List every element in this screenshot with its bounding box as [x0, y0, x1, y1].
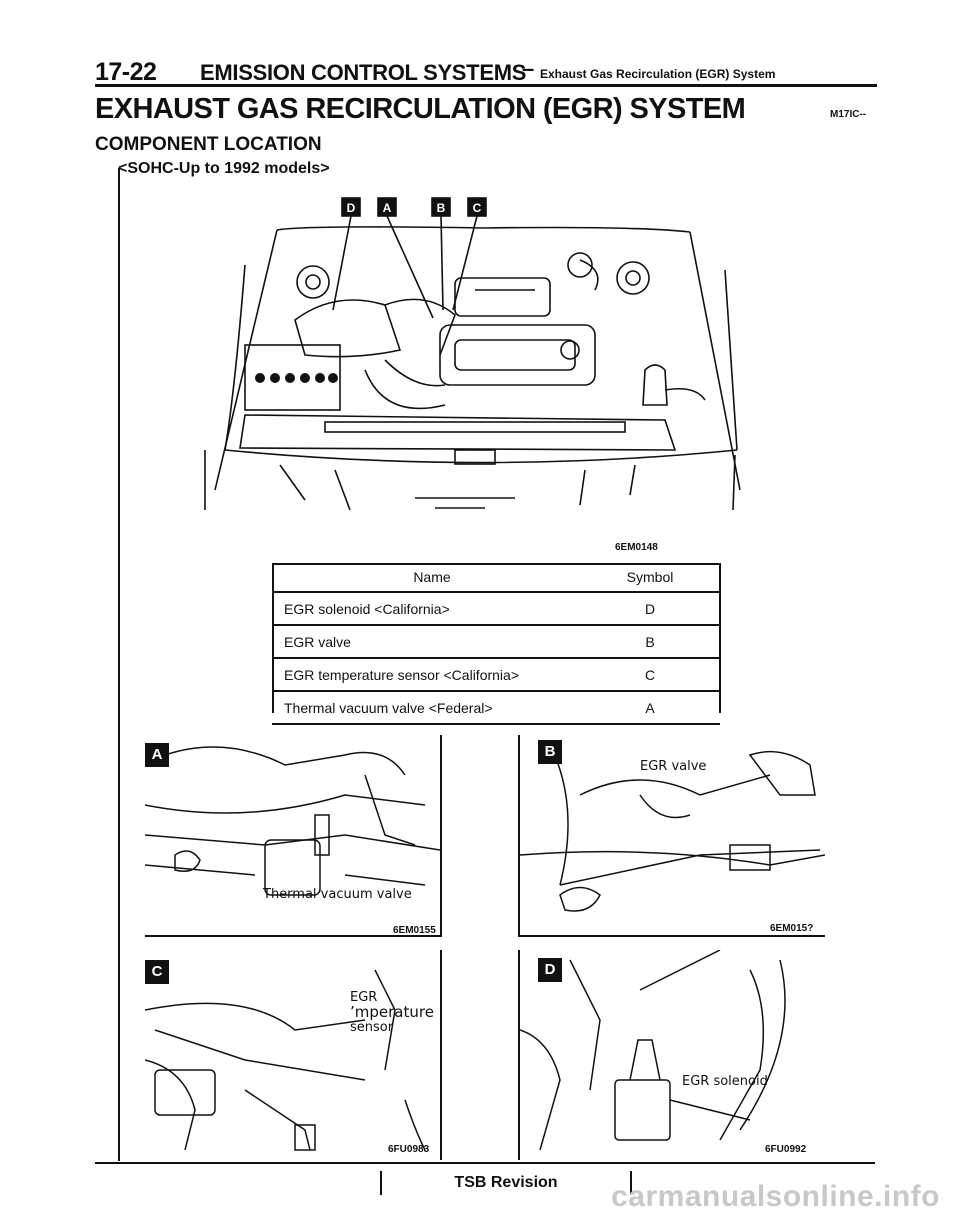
svg-text:D: D [347, 201, 356, 215]
subsection-title: Exhaust Gas Recirculation (EGR) System [540, 67, 776, 81]
label-thermal-vacuum-valve: Thermal vacuum valve [263, 887, 412, 902]
left-margin-bar [118, 168, 120, 1161]
header-dash: – [522, 56, 535, 81]
row-name: EGR solenoid <California> [272, 592, 580, 626]
footer-rule [95, 1162, 875, 1164]
badge-d: D [538, 958, 562, 982]
table-header-row: Name Symbol [272, 563, 720, 593]
label-egr-valve: EGR valve [640, 759, 707, 774]
figure-code-d: 6FU0992 [765, 1144, 807, 1155]
component-table: Name Symbol EGR solenoid <California> D … [272, 563, 720, 725]
detail-photo-c: C EGR ’mperature sensor 6FU0983 [145, 950, 442, 1160]
figure-code-b: 6EM015? [770, 923, 814, 934]
label-egr-solenoid: EGR solenoid [682, 1074, 768, 1089]
detail-photo-d: D EGR solenoid 6FU0992 [518, 950, 825, 1160]
badge-c: C [145, 960, 169, 984]
svg-text:B: B [437, 201, 446, 215]
svg-text:A: A [383, 201, 392, 215]
callout-a: A [377, 197, 397, 217]
table-row: Thermal vacuum valve <Federal> A [272, 691, 720, 725]
header-symbol: Symbol [580, 563, 720, 593]
row-symbol: D [580, 592, 720, 626]
section-heading: COMPONENT LOCATION [95, 134, 322, 155]
label-line: EGR [350, 990, 378, 1005]
table-row: EGR valve B [272, 625, 720, 659]
engine-bay-illustration: D A B C [185, 190, 745, 553]
section-title: EMISSION CONTROL SYSTEMS [200, 60, 527, 85]
page-number: 17-22 [95, 58, 157, 86]
row-name: EGR temperature sensor <California> [272, 658, 580, 692]
figure-code-main: 6EM0148 [615, 542, 658, 553]
svg-text:C: C [473, 201, 482, 215]
row-name: Thermal vacuum valve <Federal> [272, 691, 580, 725]
row-symbol: C [580, 658, 720, 692]
callout-d: D [341, 197, 361, 217]
detail-photo-a: A Thermal vacuum valve 6EM0155 [145, 735, 442, 937]
label-line: ’mperature [350, 1003, 434, 1021]
tsb-revision: TSB Revision [380, 1171, 632, 1195]
figure-code-a: 6EM0155 [393, 925, 436, 936]
model-note: <SOHC-Up to 1992 models> [118, 160, 330, 177]
detail-photo-b: B EGR valve 6EM015? [518, 735, 825, 937]
title-code: M17IC-- [830, 109, 867, 120]
figure-code-c: 6FU0983 [388, 1144, 430, 1155]
label-egr-temperature-sensor: EGR ’mperature sensor [350, 990, 434, 1035]
badge-b: B [538, 740, 562, 764]
row-name: EGR valve [272, 625, 580, 659]
table-right-rule [719, 563, 721, 713]
badge-a: A [145, 743, 169, 767]
callout-c: C [467, 197, 487, 217]
row-symbol: A [580, 691, 720, 725]
row-symbol: B [580, 625, 720, 659]
header-name: Name [272, 563, 580, 593]
table-row: EGR solenoid <California> D [272, 592, 720, 626]
label-line: sensor [350, 1020, 394, 1035]
header-rule [95, 84, 877, 87]
callout-b: B [431, 197, 451, 217]
page-title: EXHAUST GAS RECIRCULATION (EGR) SYSTEM [95, 93, 746, 125]
table-row: EGR temperature sensor <California> C [272, 658, 720, 692]
watermark: carmanualsonline.info [611, 1180, 940, 1213]
